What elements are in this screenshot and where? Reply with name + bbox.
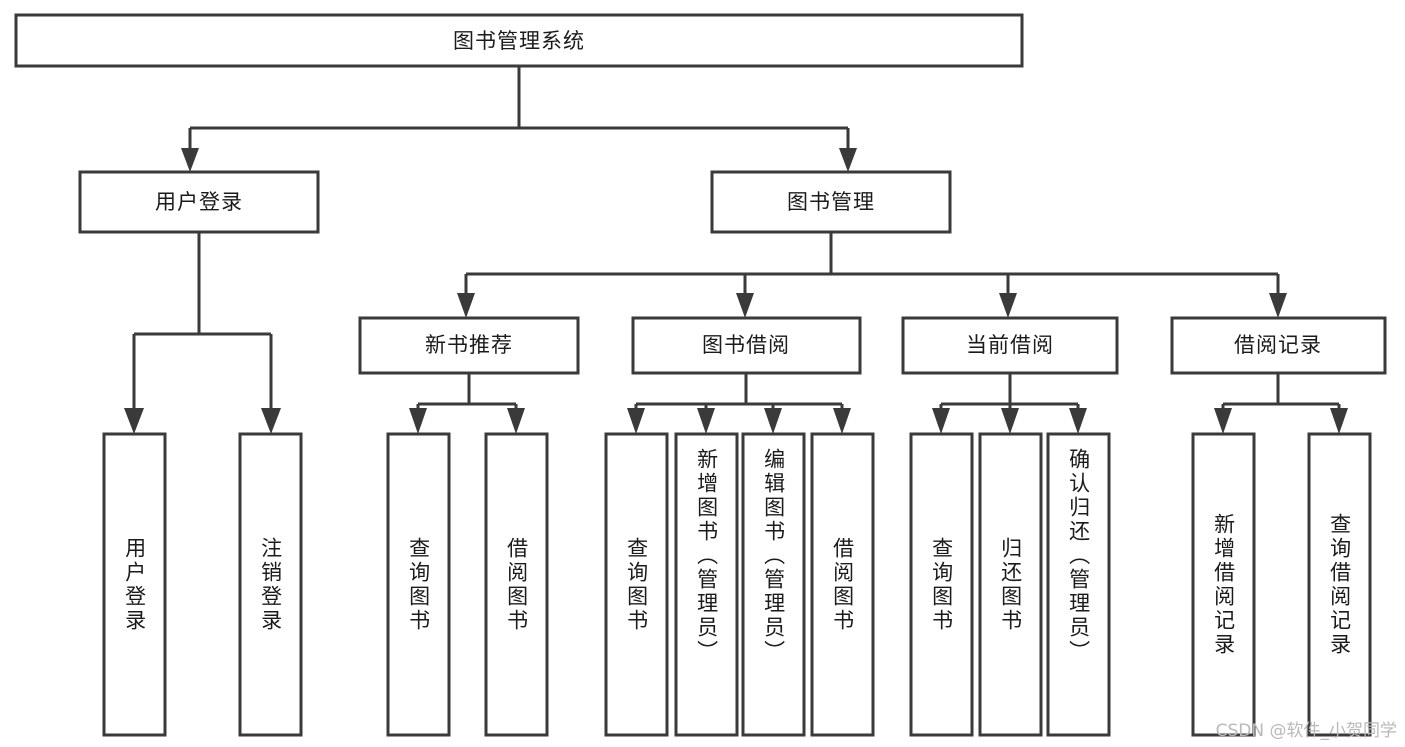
connector-current-borrow-to-leaves [932,373,1087,434]
leaf-box-borrow-book [810,432,875,737]
node-user-login [78,170,320,234]
leaf-box-user-login [102,432,167,737]
leaf-box-return-book [978,432,1043,737]
leaf-box-add-book-admin [674,432,739,737]
connector-book-borrow-to-leaves [627,373,851,434]
leaf-box-query-book-current [909,432,974,737]
leaf-box-query-book-rec [386,432,451,737]
node-new-book-recommend [358,316,580,375]
leaf-box-edit-book-admin [741,432,806,737]
node-book-borrow-label: 图书借阅 [702,333,790,357]
connector-borrow-record-to-leaves [1214,373,1348,434]
connector-book-management-to-level2 [457,232,1287,318]
leaf-box-query-book-borrow [604,432,669,737]
node-borrow-record-label: 借阅记录 [1234,333,1322,357]
leaf-box-logout [238,432,303,737]
node-root [14,13,1024,68]
node-new-book-recommend-label: 新书推荐 [425,333,513,357]
connector-new-book-recommend-to-leaves [409,373,525,434]
node-current-borrow-label: 当前借阅 [966,333,1054,357]
leaf-box-confirm-return-admin [1046,432,1111,737]
connector-user-login-to-leaves [124,232,281,434]
connector-root-to-level1 [181,66,857,172]
leaf-box-borrow-book-rec [484,432,549,737]
node-book-management-label: 图书管理 [787,190,875,214]
leaf-box-query-borrow-record [1307,432,1372,737]
node-current-borrow [901,316,1119,375]
watermark-text: CSDN @软件_小贺同学 [1215,721,1397,741]
node-root-label: 图书管理系统 [453,29,585,53]
node-user-login-label: 用户登录 [155,190,243,214]
leaf-box-add-borrow-record [1191,432,1256,737]
